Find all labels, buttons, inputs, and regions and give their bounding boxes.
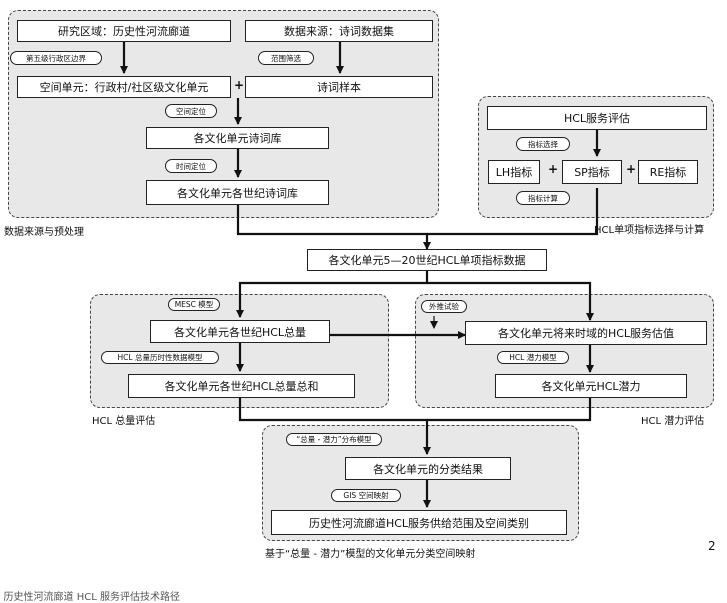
gis-mapping-pill: GIS 空间映射 [331,489,401,502]
plus-sign: + [548,162,559,176]
spatial-unit-box: 空间单元：行政村/社区级文化单元 [17,76,231,98]
study-area-box: 研究区域：历史性河流廊道 [17,20,231,42]
indicator-select-pill: 指标选择 [516,137,570,151]
plus-sign: + [626,162,637,176]
century-total-box: 各文化单元各世纪HCL总量 [150,320,330,343]
class-mapping-label: 基于“总量 - 潜力”模型的文化单元分类空间映射 [265,549,476,560]
future-estimate-box: 各文化单元将来时域的HCL服务估值 [465,321,707,345]
total-sum-box: 各文化单元各世纪HCL总量总和 [128,374,355,398]
figure-caption: 2 历史性河流廊道 HCL 服务评估技术路径 [0,592,180,603]
final-map-box: 历史性河流廊道HCL服务供给范围及空间类别 [271,510,567,535]
potential-eval-label: HCL 潜力评估 [641,416,705,427]
re-indicator-box: RE指标 [638,160,698,184]
potential-model-pill: HCL 潜力模型 [497,351,569,364]
total-eval-label: HCL 总量评估 [92,416,156,427]
unit-poem-db-box: 各文化单元诗词库 [146,127,329,149]
hcl-eval-box: HCL服务评估 [487,106,707,130]
range-filter-pill: 范围筛选 [258,51,314,65]
page-number: 2 [708,539,716,553]
spatial-locate-pill: 空间定位 [165,104,217,118]
single-indicator-label: HCL单项指标选择与计算 [594,225,705,236]
admin-boundary-pill: 第五级行政区边界 [10,51,102,65]
plus-sign: + [234,78,245,92]
preprocess-label: 数据来源与预处理 [4,227,84,238]
poem-sample-box: 诗词样本 [245,76,433,98]
time-locate-pill: 时间定位 [165,159,217,173]
unit-potential-box: 各文化单元HCL潜力 [495,374,687,398]
single-data-box: 各文化单元5—20世纪HCL单项指标数据 [307,249,547,271]
sp-indicator-box: SP指标 [562,160,622,184]
data-source-box: 数据来源：诗词数据集 [245,20,433,42]
indicator-calc-pill: 指标计算 [516,191,570,205]
lh-indicator-box: LH指标 [488,160,540,184]
mesc-model-pill: MESC 模型 [168,298,220,311]
time-series-model-pill: HCL 总量历时性数据模型 [101,351,219,364]
extrapolation-pill: 外推试验 [421,300,467,313]
class-model-pill: “总量 - 潜力”分布模型 [286,433,382,446]
unit-century-db-box: 各文化单元各世纪诗词库 [146,180,329,205]
class-result-box: 各文化单元的分类结果 [345,457,511,480]
